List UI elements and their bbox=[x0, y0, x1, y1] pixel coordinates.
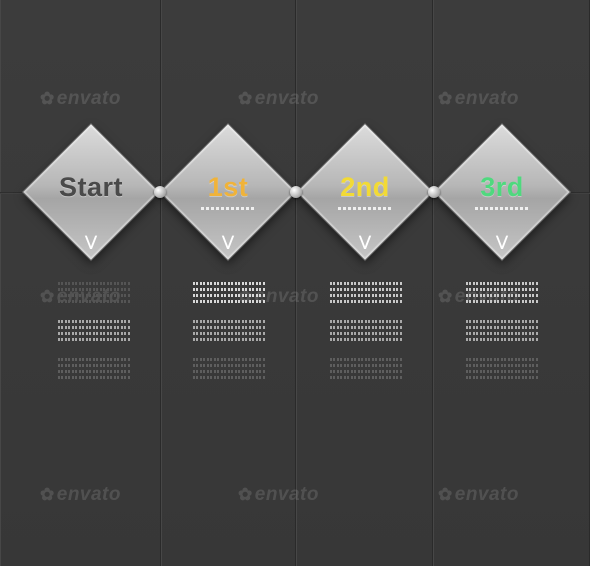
text-line bbox=[58, 320, 130, 323]
leaf-icon: ✿ bbox=[438, 89, 453, 108]
text-line bbox=[58, 376, 130, 379]
step-label: 2nd bbox=[340, 172, 390, 202]
watermark: ✿envato bbox=[238, 88, 319, 110]
step-subtitle-placeholder bbox=[475, 207, 529, 210]
text-line bbox=[466, 294, 538, 297]
watermark: ✿envato bbox=[40, 88, 121, 110]
text-line bbox=[330, 320, 402, 323]
text-line bbox=[193, 320, 265, 323]
text-line bbox=[330, 294, 402, 297]
chevron-down-icon[interactable]: ⋁ bbox=[85, 233, 97, 249]
text-line bbox=[330, 288, 402, 291]
text-line bbox=[466, 288, 538, 291]
chevron-down-icon[interactable]: ⋁ bbox=[222, 233, 234, 249]
text-line bbox=[58, 326, 130, 329]
text-line bbox=[193, 282, 265, 285]
connector-dot-icon bbox=[428, 186, 440, 198]
watermark-text: envato bbox=[56, 484, 121, 505]
text-line bbox=[466, 370, 538, 373]
text-line bbox=[193, 288, 265, 291]
step-2nd[interactable]: 2nd ⋁ bbox=[297, 124, 433, 260]
connector-dot-icon bbox=[154, 186, 166, 198]
step-3rd[interactable]: 3rd ⋁ bbox=[434, 124, 570, 260]
text-line bbox=[330, 282, 402, 285]
text-line bbox=[58, 370, 130, 373]
watermark-text: envato bbox=[56, 88, 121, 109]
watermark-text: envato bbox=[254, 484, 319, 505]
step-start[interactable]: Start ⋁ bbox=[23, 124, 159, 260]
text-line bbox=[58, 364, 130, 367]
leaf-icon: ✿ bbox=[40, 89, 55, 108]
leaf-icon: ✿ bbox=[40, 485, 55, 504]
text-line bbox=[193, 294, 265, 297]
text-line bbox=[466, 364, 538, 367]
text-line bbox=[466, 338, 538, 341]
text-line bbox=[466, 358, 538, 361]
text-line bbox=[58, 358, 130, 361]
step-label: 1st bbox=[207, 172, 249, 202]
leaf-icon: ✿ bbox=[238, 89, 253, 108]
step-1st[interactable]: 1st ⋁ bbox=[160, 124, 296, 260]
text-line bbox=[330, 358, 402, 361]
text-line bbox=[466, 320, 538, 323]
text-line bbox=[193, 358, 265, 361]
text-line bbox=[466, 282, 538, 285]
text-line bbox=[193, 376, 265, 379]
watermark: ✿envato bbox=[238, 484, 319, 506]
watermark-text: envato bbox=[454, 88, 519, 109]
text-line bbox=[466, 326, 538, 329]
text-line bbox=[330, 370, 402, 373]
text-line bbox=[193, 300, 265, 303]
watermark: ✿envato bbox=[438, 484, 519, 506]
text-line bbox=[330, 326, 402, 329]
text-line bbox=[193, 370, 265, 373]
connector-dot-icon bbox=[290, 186, 302, 198]
text-line bbox=[58, 300, 130, 303]
placeholder-text-column bbox=[330, 282, 402, 382]
text-line bbox=[58, 294, 130, 297]
text-line bbox=[193, 326, 265, 329]
text-line bbox=[330, 300, 402, 303]
chevron-down-icon[interactable]: ⋁ bbox=[496, 233, 508, 249]
placeholder-text-column bbox=[193, 282, 265, 382]
text-line bbox=[193, 332, 265, 335]
text-line bbox=[330, 332, 402, 335]
text-line bbox=[466, 376, 538, 379]
watermark-text: envato bbox=[254, 88, 319, 109]
placeholder-text-column bbox=[466, 282, 538, 382]
leaf-icon: ✿ bbox=[438, 287, 453, 306]
text-line bbox=[193, 364, 265, 367]
text-line bbox=[330, 338, 402, 341]
text-line bbox=[466, 332, 538, 335]
text-line bbox=[58, 282, 130, 285]
text-line bbox=[58, 338, 130, 341]
text-line bbox=[330, 376, 402, 379]
leaf-icon: ✿ bbox=[438, 485, 453, 504]
chevron-down-icon[interactable]: ⋁ bbox=[359, 233, 371, 249]
text-line bbox=[193, 338, 265, 341]
text-line bbox=[330, 364, 402, 367]
step-subtitle-placeholder bbox=[338, 207, 392, 210]
placeholder-text-column bbox=[58, 282, 130, 382]
step-label: 3rd bbox=[480, 172, 524, 202]
text-line bbox=[58, 288, 130, 291]
step-label: Start bbox=[58, 172, 123, 202]
text-line bbox=[58, 332, 130, 335]
watermark: ✿envato bbox=[438, 88, 519, 110]
watermark-text: envato bbox=[454, 484, 519, 505]
leaf-icon: ✿ bbox=[40, 287, 55, 306]
leaf-icon: ✿ bbox=[238, 485, 253, 504]
text-line bbox=[466, 300, 538, 303]
step-subtitle-placeholder bbox=[201, 207, 255, 210]
watermark-text: envato bbox=[254, 286, 319, 307]
watermark: ✿envato bbox=[40, 484, 121, 506]
